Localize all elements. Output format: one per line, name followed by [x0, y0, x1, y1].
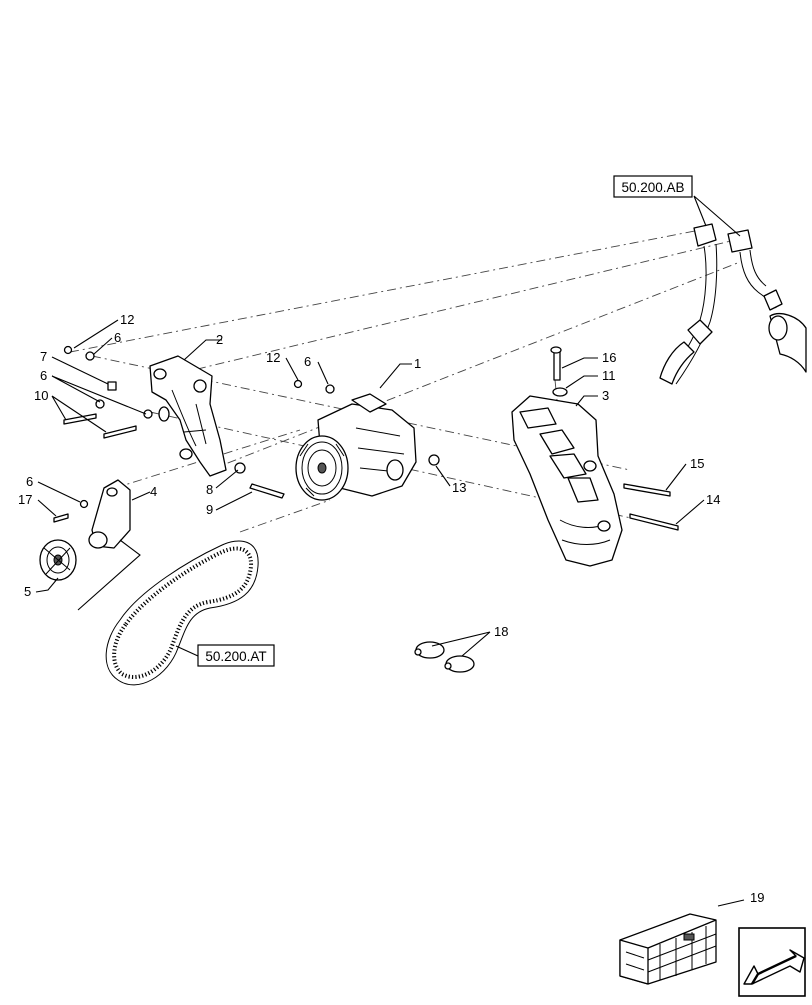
- callout-2: 2: [216, 332, 223, 347]
- fasteners: [53, 345, 679, 531]
- bracket-3: [511, 395, 623, 567]
- belt-reference-label[interactable]: 50.200.AT: [205, 649, 266, 664]
- callout-15: 15: [690, 456, 704, 471]
- callout-17: 17: [18, 492, 32, 507]
- callout-14: 14: [706, 492, 720, 507]
- ac-compressor-1: [295, 393, 417, 501]
- callout-9: 9: [206, 502, 213, 517]
- callout-11: 11: [602, 368, 616, 383]
- callout-5: 5: [24, 584, 31, 599]
- callout-1: 1: [414, 356, 421, 371]
- bracket-2: [149, 355, 227, 477]
- callout-7: 7: [40, 349, 47, 364]
- leader-lines: [35, 195, 745, 907]
- hose-reference-label[interactable]: 50.200.AB: [621, 180, 684, 195]
- callout-6c: 6: [40, 368, 47, 383]
- callout-8: 8: [206, 482, 213, 497]
- callout-6d: 6: [26, 474, 33, 489]
- drive-belt: [77, 539, 259, 686]
- callout-16: 16: [602, 350, 616, 365]
- idler-assembly: [39, 479, 131, 581]
- crate-icon: [619, 913, 717, 985]
- callout-12a: 12: [120, 312, 134, 327]
- callout-numbers: 12 6 2 12 6 1 7 6 10 8 9 13 16 11 3 15 1…: [18, 312, 764, 905]
- arrow-left-down-icon[interactable]: [738, 927, 806, 997]
- callout-3: 3: [602, 388, 609, 403]
- callout-6a: 6: [114, 330, 121, 345]
- callout-6b: 6: [304, 354, 311, 369]
- callout-4: 4: [150, 484, 157, 499]
- hose-clamps: [414, 641, 475, 673]
- callout-19: 19: [750, 890, 764, 905]
- belt-reference[interactable]: 50.200.AT: [197, 644, 275, 667]
- callout-12b: 12: [266, 350, 280, 365]
- callout-18: 18: [494, 624, 508, 639]
- callout-13: 13: [452, 480, 466, 495]
- hose-reference[interactable]: 50.200.AB: [613, 175, 693, 198]
- callout-10: 10: [34, 388, 48, 403]
- refrigerant-hoses: [659, 223, 807, 385]
